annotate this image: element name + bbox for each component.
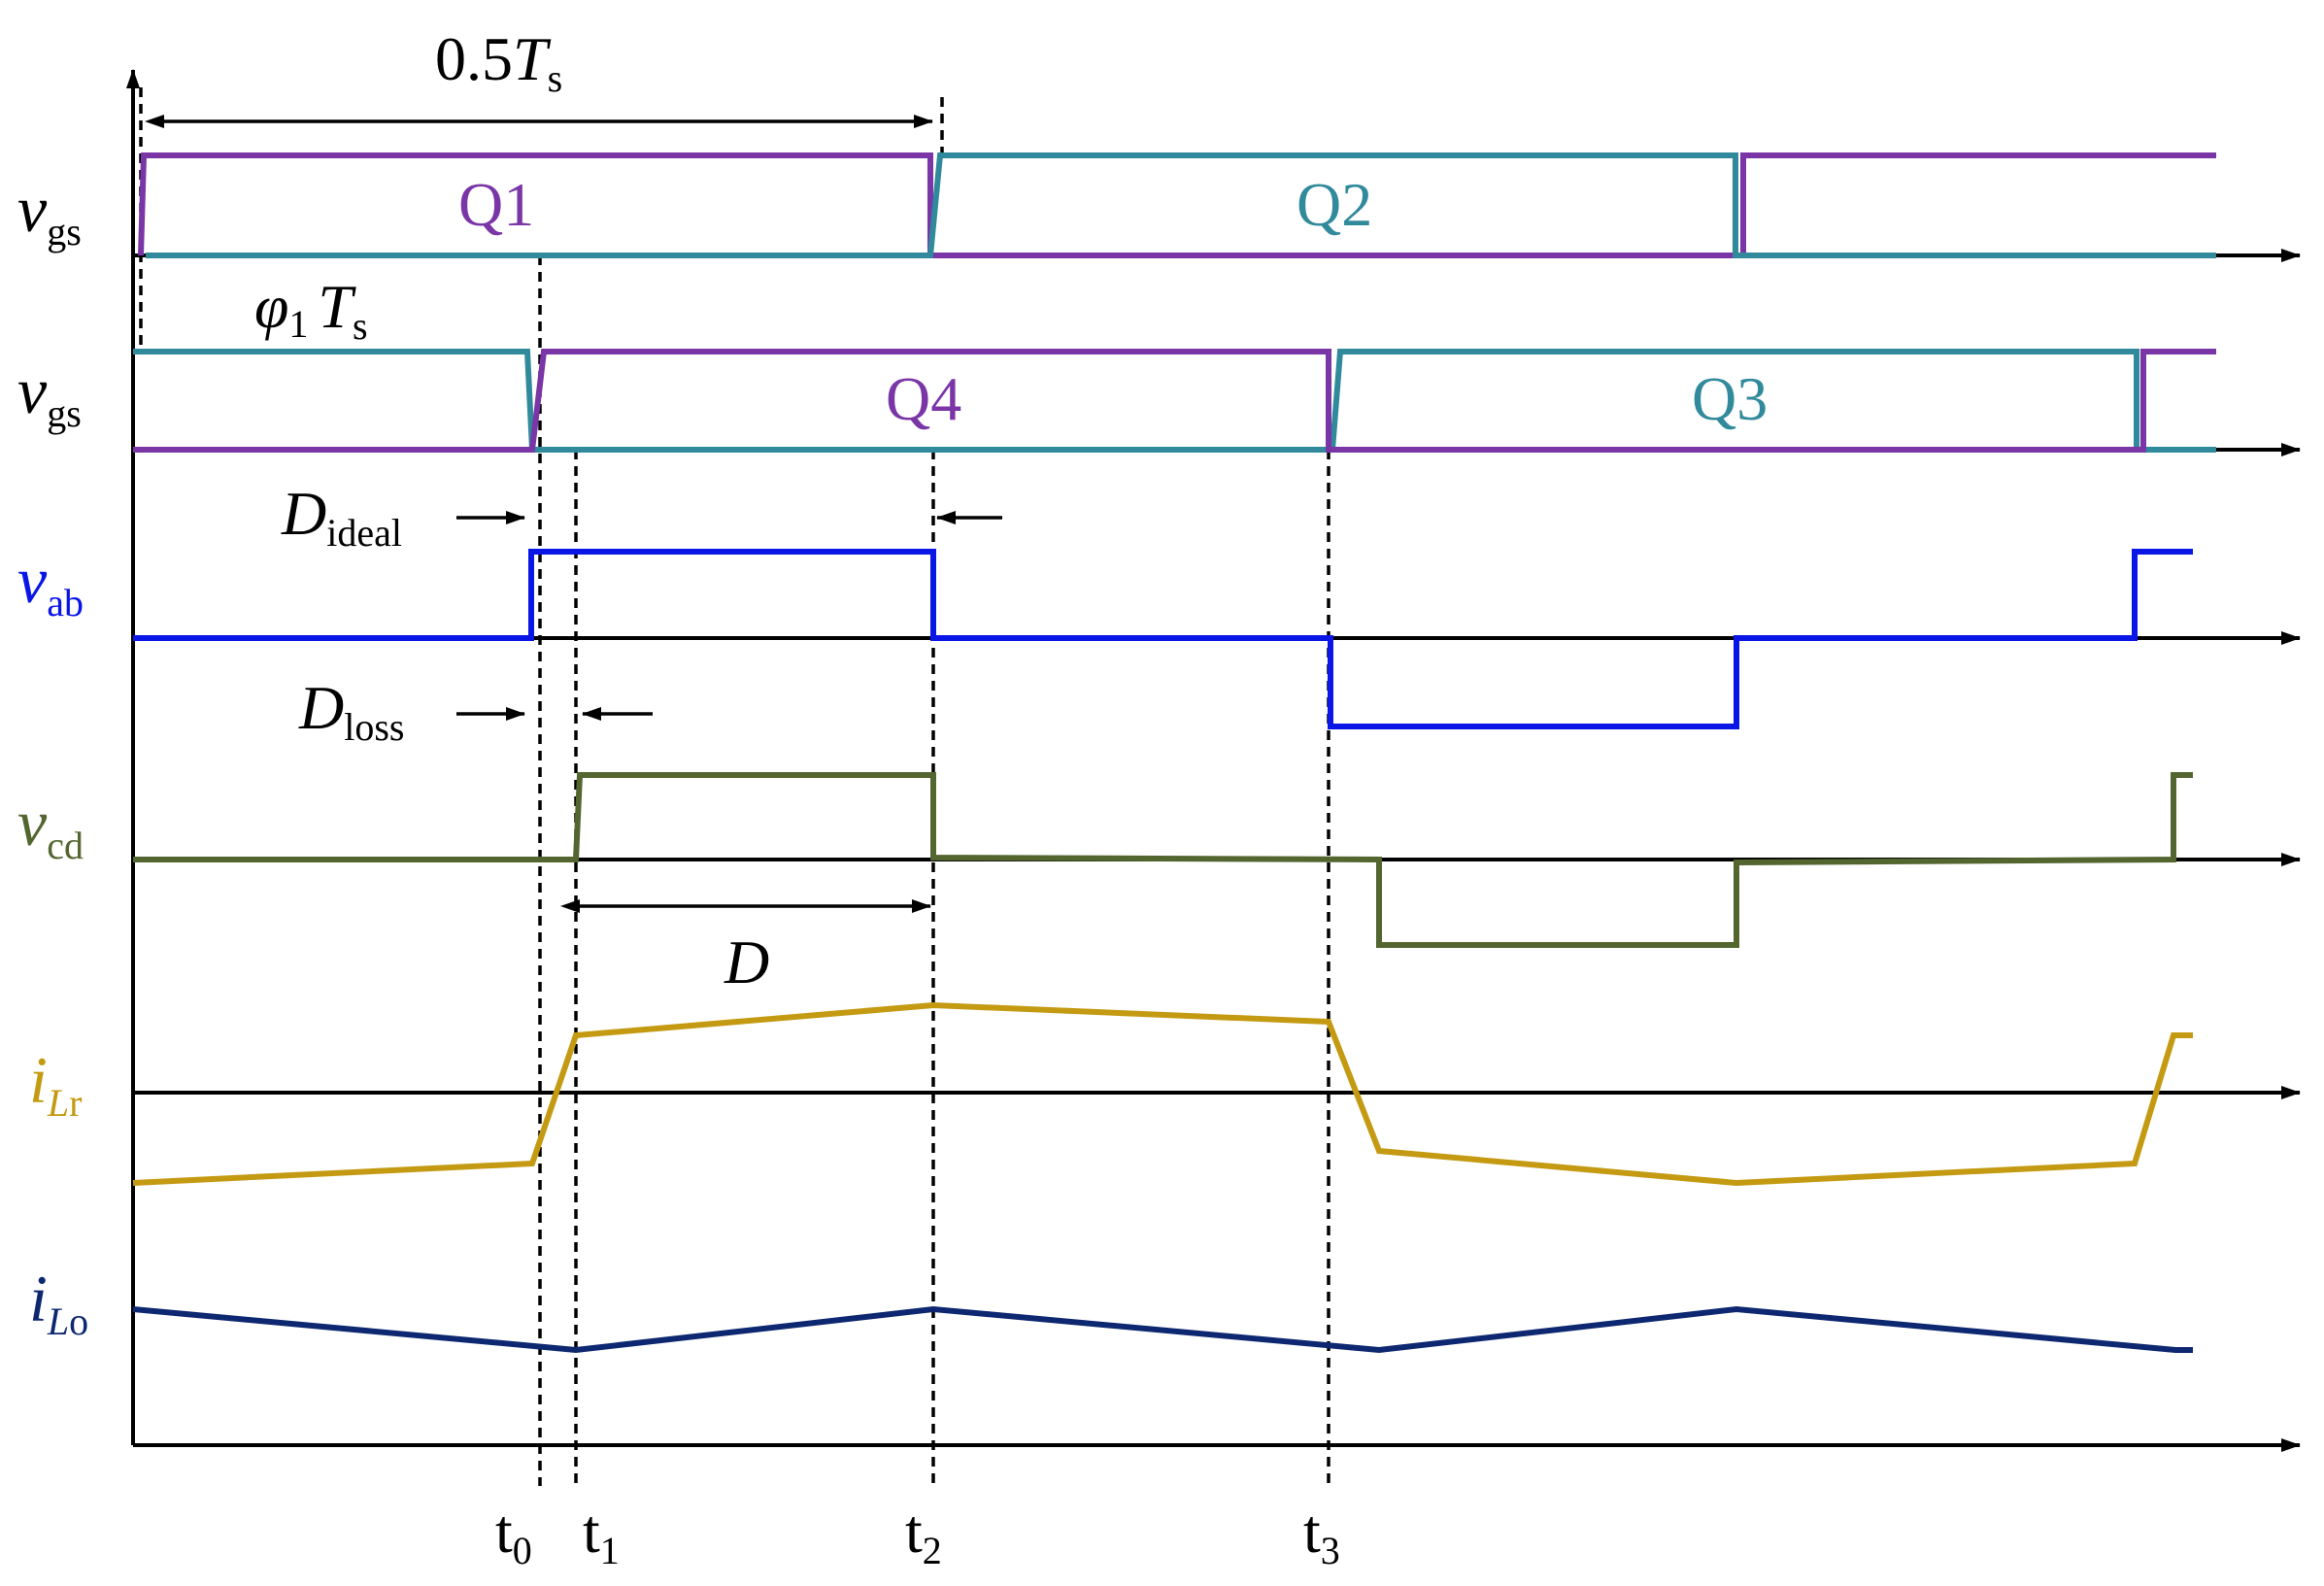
q2-label: Q2 [1297, 170, 1372, 239]
iLo-label: iLo [29, 1262, 88, 1343]
vgs2-label: vgs [17, 354, 82, 435]
t2-label: t2 [905, 1497, 942, 1572]
d-ideal-label: Dideal [281, 479, 402, 555]
vab-waveform [133, 549, 2193, 729]
t0-label: t0 [495, 1497, 532, 1572]
iLr-waveform [132, 1001, 2193, 1187]
q2-gate-waveform [146, 152, 2216, 258]
d-loss-label: Dloss [298, 673, 404, 749]
vcd-label: vcd [17, 786, 84, 867]
q3-gate-waveform [133, 349, 2216, 453]
iLo-waveform [132, 1305, 2193, 1354]
duty-label: D [724, 928, 769, 996]
q1-gate-waveform [138, 152, 2216, 258]
vcd-waveform [133, 772, 2193, 948]
q4-label: Q4 [886, 364, 961, 433]
q1-label: Q1 [458, 170, 534, 239]
q3-label: Q3 [1692, 364, 1768, 433]
iLr-label: iLr [29, 1043, 82, 1125]
t3-label: t3 [1303, 1497, 1340, 1572]
vab-label: vab [17, 543, 84, 624]
half-period-label: 0.5Ts [435, 24, 562, 100]
vgs1-label: vgs [17, 172, 82, 253]
q4-gate-waveform [133, 349, 2216, 453]
t1-label: t1 [583, 1497, 620, 1572]
